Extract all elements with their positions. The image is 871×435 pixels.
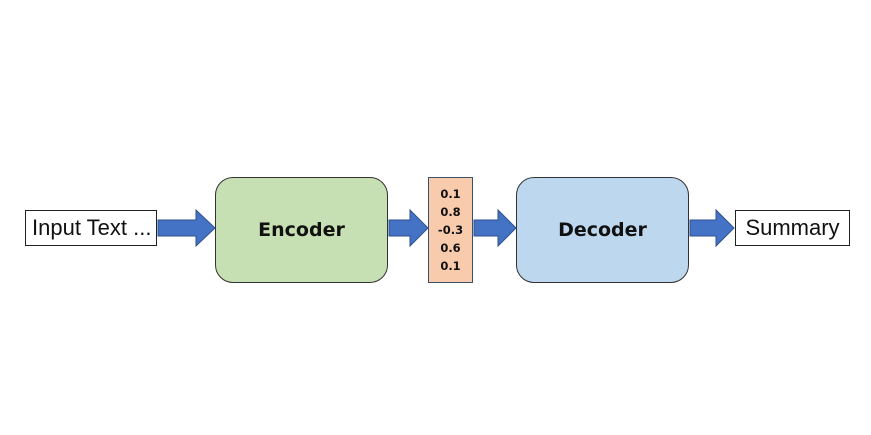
arrow-encoder-to-vector xyxy=(388,208,429,248)
input-text-box: Input Text ... xyxy=(25,210,157,246)
arrow-decoder-to-summary xyxy=(689,208,735,248)
context-vector: 0.1 0.8 -0.3 0.6 0.1 xyxy=(428,177,473,283)
arrow-input-to-encoder xyxy=(157,208,216,248)
encoder-label: Encoder xyxy=(258,219,345,241)
decoder-block: Decoder xyxy=(516,177,689,283)
context-vector-value: 0.8 xyxy=(440,204,461,219)
encoder-block: Encoder xyxy=(215,177,388,283)
decoder-label: Decoder xyxy=(558,219,647,241)
input-text-label: Input Text ... xyxy=(32,215,152,240)
summary-label: Summary xyxy=(745,215,840,240)
context-vector-value: 0.1 xyxy=(440,258,461,273)
context-vector-value: 0.1 xyxy=(440,186,461,201)
context-vector-value: -0.3 xyxy=(437,222,464,237)
summary-box: Summary xyxy=(735,210,850,246)
arrow-vector-to-decoder xyxy=(473,208,517,248)
context-vector-value: 0.6 xyxy=(440,240,461,255)
